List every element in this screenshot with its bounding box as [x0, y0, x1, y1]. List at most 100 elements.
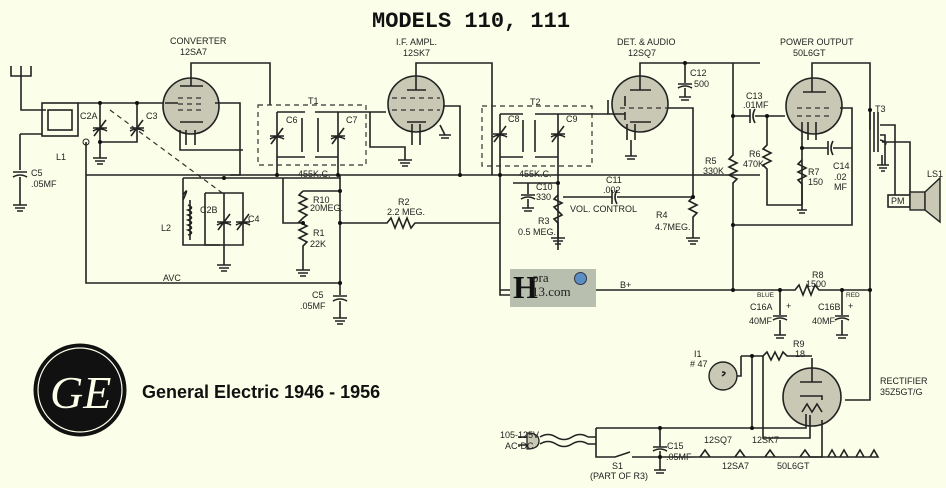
heater-50l6gt: 50L6GT: [777, 461, 810, 471]
r4-value: 4.7MEG.: [655, 222, 691, 232]
watermark-line2: 13.com: [532, 284, 571, 299]
pm-label: PM: [891, 196, 905, 206]
supply-type: AC-DC: [505, 441, 534, 451]
r10-name: R10: [313, 195, 330, 205]
c6-label: C6: [286, 115, 298, 125]
r10-value: 20MEG.: [310, 203, 343, 213]
speaker-cone-icon: [924, 176, 941, 224]
supply-volts: 105-125V: [500, 430, 539, 440]
det-role: DET. & AUDIO: [617, 37, 676, 47]
rectifier-type: 35Z5GT/G: [880, 387, 923, 397]
c2b-label: C2B: [200, 205, 218, 215]
r6-value: 470K: [743, 159, 764, 169]
c5-right-name: C5: [312, 290, 324, 300]
c2a-label: C2A: [80, 111, 98, 121]
heater-12sa7: 12SA7: [722, 461, 749, 471]
r2-value: 2.2 MEG.: [387, 207, 425, 217]
r7-name: R7: [808, 167, 820, 177]
c12-name: C12: [690, 68, 707, 78]
loop-antenna-L1: [20, 102, 165, 146]
c5-left-name: C5: [31, 168, 43, 178]
rectifier-role: RECTIFIER: [880, 376, 928, 386]
t2-freq: 455K.C.: [519, 169, 552, 179]
c16b-name: C16B: [818, 302, 841, 312]
r9-value: 18: [795, 349, 805, 359]
c16a-value: 40MF: [749, 316, 773, 326]
r1-value: 22K: [310, 239, 326, 249]
c16a-plus: +: [786, 301, 791, 311]
t1-freq: 455K.C.: [298, 169, 331, 179]
r2-name: R2: [398, 197, 410, 207]
t1-label: T1: [308, 96, 319, 106]
i1-value: # 47: [690, 359, 708, 369]
ac-plug-icon: [526, 432, 540, 450]
r6-name: R6: [749, 149, 761, 159]
converter-type: 12SA7: [180, 47, 207, 57]
watermark-line1: ora: [532, 270, 549, 285]
s1-note: (PART OF R3): [590, 471, 648, 481]
junction-dots: [98, 61, 872, 459]
bplus-label: B+: [620, 280, 631, 290]
heater-12sq7: 12SQ7: [704, 435, 732, 445]
c3-label: C3: [146, 111, 158, 121]
c16b-plus: +: [848, 301, 853, 311]
globe-icon: [574, 272, 587, 285]
footer-caption: General Electric 1946 - 1956: [142, 382, 381, 402]
c13-value: .01MF: [743, 100, 769, 110]
c7-label: C7: [346, 115, 358, 125]
c5-right-value: .05MF: [300, 301, 326, 311]
c16a-wire: BLUE: [757, 292, 775, 299]
c11-name: C11: [606, 175, 622, 185]
avc-label: AVC: [163, 273, 181, 283]
power-type: 50L6GT: [793, 48, 826, 58]
c14-unit: MF: [834, 182, 847, 192]
r3-value: 0.5 MEG.: [518, 227, 556, 237]
c4-label: C4: [248, 214, 260, 224]
c13-name: C13: [746, 91, 763, 101]
c16b-value: 40MF: [812, 316, 836, 326]
vol-control-label: VOL. CONTROL: [570, 204, 637, 214]
l2-label: L2: [161, 223, 171, 233]
r5-name: R5: [705, 156, 717, 166]
c10-name: C10: [536, 182, 553, 192]
speaker-voice-coil: [909, 191, 926, 211]
c16b-wire: RED: [846, 292, 860, 299]
r7-value: 150: [808, 177, 823, 187]
svg-text:GE: GE: [50, 367, 111, 418]
t3-label: T3: [875, 104, 886, 114]
watermark-initial: H: [513, 269, 538, 305]
c14-value: .02: [834, 172, 847, 182]
r4-name: R4: [656, 210, 668, 220]
c15-name: C15: [667, 441, 684, 451]
s1-name: S1: [612, 461, 623, 471]
converter-role: CONVERTER: [170, 36, 227, 46]
page-title: MODELS 110, 111: [372, 9, 570, 34]
t2-label: T2: [530, 97, 541, 107]
l1-label: L1: [56, 152, 66, 162]
c8-label: C8: [508, 114, 520, 124]
c14-name: C14: [833, 161, 850, 171]
ls1-label: LS1: [927, 169, 943, 179]
c12-value: 500: [694, 79, 709, 89]
c10-value: 330: [536, 192, 551, 202]
c15-value: .05MF: [666, 452, 692, 462]
power-role: POWER OUTPUT: [780, 37, 854, 47]
heater-12sk7: 12SK7: [752, 435, 779, 445]
tube-50l6gt: [785, 77, 843, 135]
det-type: 12SQ7: [628, 48, 656, 58]
i1-name: I1: [694, 349, 702, 359]
antenna-symbol: [10, 66, 46, 111]
c9-label: C9: [566, 114, 578, 124]
r8-value: 1500: [806, 279, 826, 289]
ge-logo: GE: [33, 343, 127, 437]
r3-name: R3: [538, 216, 550, 226]
if-type: 12SK7: [403, 48, 430, 58]
r8-name: R8: [812, 270, 824, 280]
c11-value: .002: [603, 185, 621, 195]
r5-value: 330K: [703, 166, 724, 176]
c16a-name: C16A: [750, 302, 773, 312]
r9-name: R9: [793, 339, 805, 349]
